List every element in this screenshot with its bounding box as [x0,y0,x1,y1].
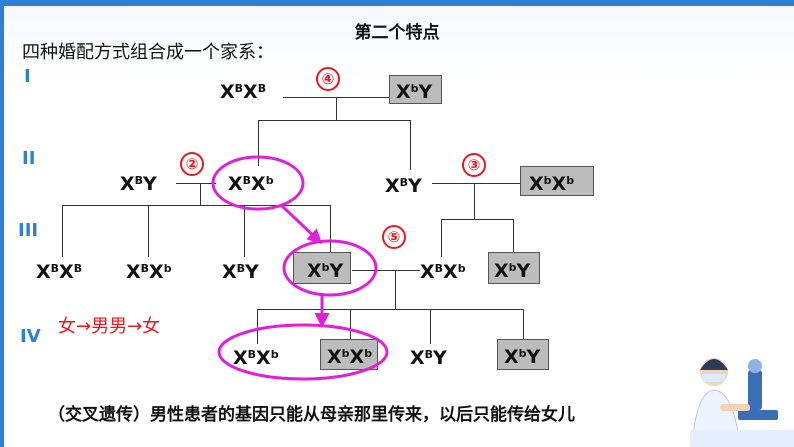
drop-line-iv-2 [350,309,351,339]
sibship-line-iv [257,309,524,310]
top-accent-bar [0,0,794,6]
genotype-g1-female: XBXB [220,81,267,103]
genotype-g3-female-1: XBXB [36,261,83,283]
mating-number-5: ⑤ [382,225,406,249]
affected-box-g3-male-6 [488,252,540,284]
mating-line-ii-left [176,183,216,184]
mating-line-iii [352,270,420,271]
affected-box-g2-female [520,166,594,196]
drop-line-iv-3 [430,309,431,344]
drop-line-iii-1 [62,205,63,257]
mating-number-3: ③ [462,153,486,177]
slide-title: 第二个特点 [354,23,440,43]
affected-box-g1-male [389,75,442,104]
mating-number-2: ② [180,152,204,176]
drop-line-ii-female [258,120,259,166]
drop-line-iii-4 [330,205,331,252]
mating-line-ii-right [432,183,520,184]
descent-line-i [336,97,337,120]
genotype-g1-male: XbY [396,81,433,103]
generation-label-iv: IV [20,326,41,347]
drop-line-ii-male [410,120,411,170]
descent-line-ii-left [200,183,201,205]
genotype-g4-male-3: XBY [410,347,447,369]
genotype-g3-male-6: XbY [494,260,531,282]
footer-statement: （交叉遗传）男性患者的基因只能从母亲那里传来，以后只能传给女儿 [48,405,575,425]
highlight-ring-affected-son [282,239,378,297]
highlight-ring-daughters [217,323,389,381]
sibship-line-iii-right [441,219,514,220]
descent-line-iii [395,270,396,309]
genotype-g2-male-left: XBY [120,173,157,195]
scientist-microscope-icon [690,358,794,447]
generation-label-ii: II [22,148,36,169]
sibship-line-iii-left [62,205,331,206]
slide-subtitle: 四种婚配方式组合成一个家系： [22,42,274,63]
drop-line-iii-5 [441,219,442,257]
genotype-g4-male-4: XbY [504,346,541,368]
affected-box-g4-female-2 [320,339,378,370]
genotype-g2-female-mid: XBXb [228,173,274,195]
drop-line-iv-4 [523,309,524,339]
affected-box-g4-male-4 [497,339,549,370]
sibship-line-ii [258,120,411,121]
affected-box-g3-male-4 [293,252,351,284]
generation-label-iii: III [18,220,39,241]
drop-line-iii-6 [513,219,514,252]
genotype-g4-female-1: XBXb [233,347,279,369]
cross-inheritance-note: 女→男男→女 [58,316,161,337]
descent-line-ii-right [474,183,475,219]
genotype-g2-male-right: XBY [385,175,422,197]
genotype-g3-male-4: XbY [307,260,344,282]
generation-label-i: I [24,66,31,87]
drop-line-iii-3 [244,205,245,257]
genotype-g4-female-2: XbXb [327,346,373,368]
drop-line-iii-2 [148,205,149,257]
genotype-g3-male-3: XBY [222,261,259,283]
genotype-g2-female-right: XbXb [529,173,575,195]
genotype-g3-female-5: XBXb [420,261,466,283]
highlight-ring-carrier-mother [211,155,305,211]
mating-number-4: ④ [316,67,340,91]
inheritance-arrow-mother-to-son [279,203,323,245]
drop-line-iv-1 [257,309,258,344]
genotype-g3-female-2: XBXb [126,261,172,283]
